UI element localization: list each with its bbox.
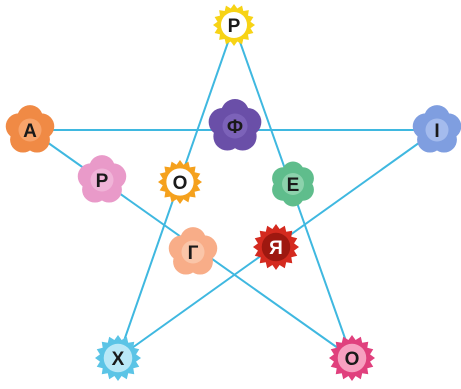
flower-letter: А [23,121,37,142]
flower-icon [95,335,141,381]
flower-icon [253,224,299,270]
flower-icon [272,161,314,207]
flower-letter: Х [112,349,125,370]
flower-bottom-right: О [329,335,375,381]
flower-inner-left: О [158,160,202,204]
flower-letter: Р [228,16,241,37]
flower-icon [168,227,218,275]
flower-letter: О [345,349,360,370]
flower-letter: Я [269,238,283,259]
flower-bottom-left: Х [95,335,141,381]
flower-icon [77,155,127,203]
flower-letter: Ф [227,117,243,138]
flower-icon [158,160,202,204]
flower-letter: Г [188,243,199,264]
flower-letter: Р [96,171,109,192]
flower-icon [213,4,255,46]
flower-icon [208,99,262,151]
flower-inner-top: Ф [208,99,262,151]
flower-icon [329,335,375,381]
flower-right: І [412,105,461,153]
flower-left: А [5,105,55,153]
flower-letter: І [434,121,439,142]
flower-letter: О [173,173,188,194]
flower-inner-bottom-right: Я [253,224,299,270]
flower-inner-bottom-left: Г [168,227,218,275]
flower-icon [412,105,461,153]
flower-inner-upper-left: Р [77,155,127,203]
flower-letter: Е [287,175,300,196]
flower-top: Р [213,4,255,46]
flower-icon [5,105,55,153]
flower-inner-right: Е [272,161,314,207]
